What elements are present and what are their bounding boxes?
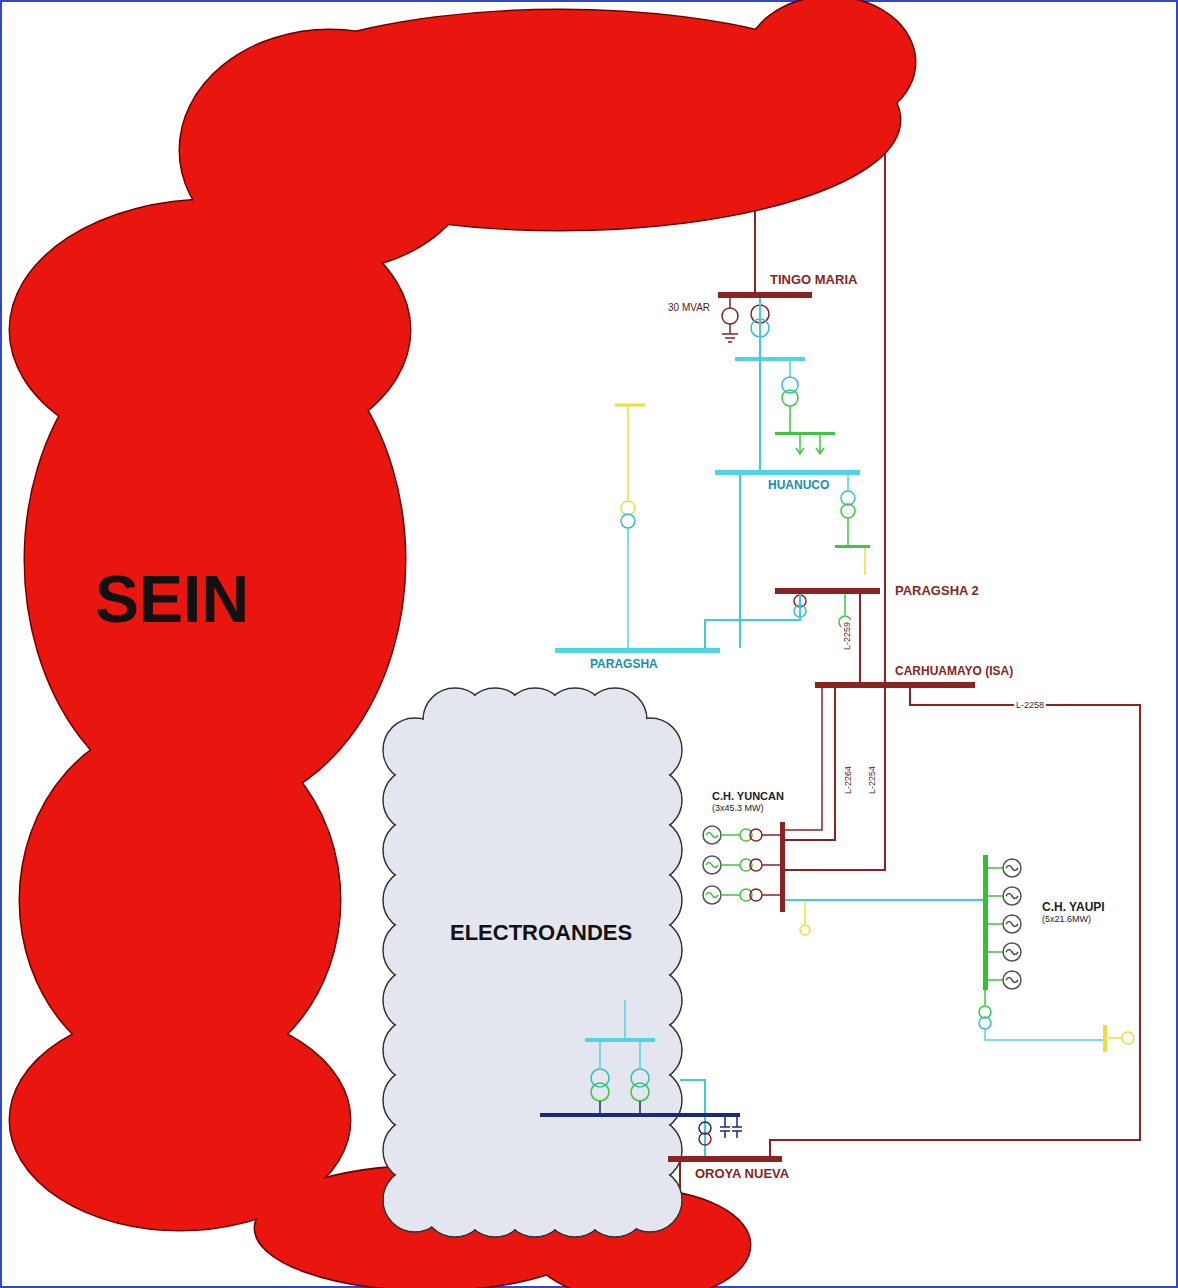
line-code: L-2264 <box>843 764 854 796</box>
transmission-line <box>770 688 1140 1156</box>
bus-yaupi: C.H. YAUPI(5x21.6MW) <box>1042 900 1105 925</box>
bus-bar <box>555 648 720 653</box>
yaupi-generators <box>979 859 1134 1052</box>
node-label: CARHUAMAYO (ISA) <box>895 664 1013 678</box>
huanuco-equipment <box>615 405 870 648</box>
node-label: TINGO MARIA <box>770 272 857 288</box>
tingo-maria-equipment <box>722 298 835 454</box>
bus-bar <box>668 1156 782 1162</box>
bus-bar <box>718 292 812 298</box>
cloud-core <box>415 720 650 1205</box>
node-subtitle: (3x45.3 MW) <box>712 803 784 814</box>
bus-bar <box>815 682 975 688</box>
bus-oroya-nueva: OROYA NUEVA <box>695 1166 789 1182</box>
node-label: C.H. YAUPI <box>1042 900 1105 914</box>
transmission-line <box>705 594 800 648</box>
bus-bar <box>983 855 988 990</box>
transmission-line <box>739 475 741 648</box>
transmission-line <box>785 150 885 870</box>
bus-bar <box>775 588 880 594</box>
bus-bar <box>780 822 785 912</box>
oroya-equipment <box>540 1000 742 1145</box>
transmission-line <box>785 688 835 840</box>
bus-yuncan: C.H. YUNCAN(3x45.3 MW) <box>712 790 784 814</box>
node-label: SEIN <box>95 560 249 639</box>
bus-paragsha-2: PARAGSHA 2 <box>895 583 979 599</box>
bus-carhuamayo: CARHUAMAYO (ISA) <box>895 664 1013 678</box>
bus-huanuco: HUANUCO <box>768 478 829 492</box>
node-label: ELECTROANDES <box>450 920 632 946</box>
transmission-line <box>859 594 861 682</box>
node-label: PARAGSHA 2 <box>895 583 979 599</box>
region-lobe-outline <box>745 0 915 127</box>
node-label: OROYA NUEVA <box>695 1166 789 1182</box>
node-label: PARAGSHA <box>590 657 658 671</box>
transmission-line <box>759 298 761 470</box>
line-code: L-2258 <box>1014 700 1046 711</box>
rating-label: 30 MVAR <box>668 302 710 314</box>
node-subtitle: (5x21.6MW) <box>1042 914 1105 925</box>
line-code: L-2259 <box>842 620 853 652</box>
transmission-line <box>785 899 983 901</box>
bus-bar <box>715 470 860 475</box>
node-label: HUANUCO <box>768 478 829 492</box>
carhuamayo-second-circuit <box>785 688 822 830</box>
transmission-line <box>754 208 756 292</box>
yuncan-generators <box>703 826 810 935</box>
region-lobe-fill <box>745 0 915 127</box>
line-code: L-2254 <box>867 764 878 796</box>
bus-tingo-maria: TINGO MARIA <box>770 272 857 288</box>
node-label: C.H. YUNCAN <box>712 790 784 803</box>
bus-paragsha: PARAGSHA <box>590 657 658 671</box>
